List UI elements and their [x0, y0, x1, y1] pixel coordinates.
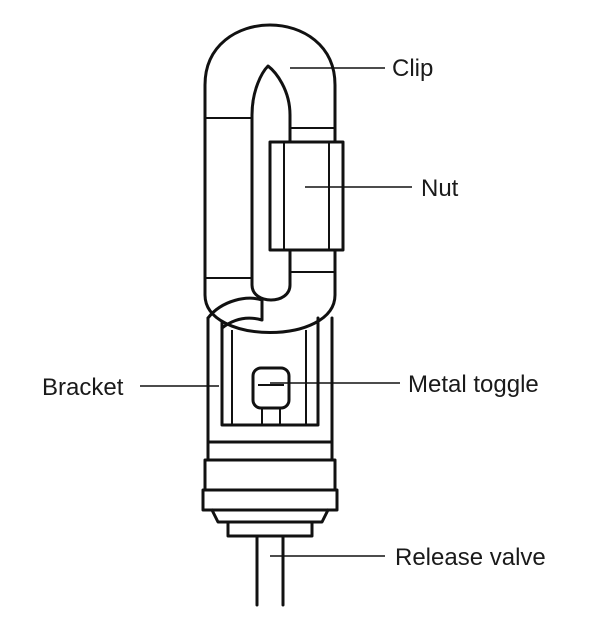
nut-label: Nut — [421, 175, 459, 202]
metal-toggle-part — [251, 366, 291, 425]
release-valve-part — [255, 534, 285, 607]
release-valve-label: Release valve — [395, 544, 546, 571]
bracket-label: Bracket — [42, 374, 124, 401]
metal-toggle-label: Metal toggle — [408, 371, 539, 398]
nut-part — [268, 140, 345, 252]
clip-label: Clip — [392, 55, 433, 82]
base-collar-part — [201, 440, 339, 538]
bracket-part — [206, 296, 334, 444]
clip-part — [203, 23, 337, 334]
